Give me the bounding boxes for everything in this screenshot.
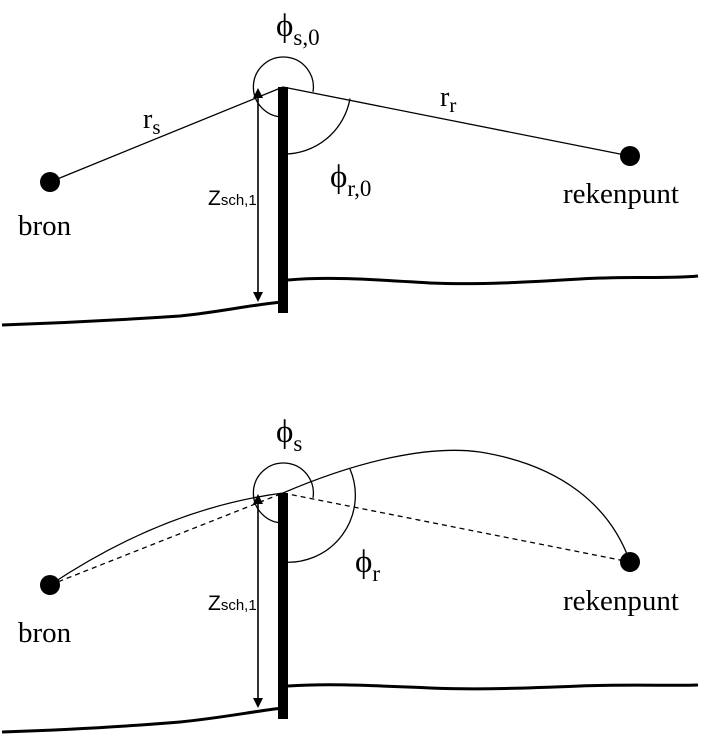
dashed-ray-top-to-receiver	[282, 492, 631, 563]
ground-line-right	[287, 683, 699, 691]
ray-source-to-top	[49, 86, 284, 183]
source-label: bron	[18, 210, 72, 242]
ground-line-right	[287, 274, 699, 286]
bottom-panel: bron rekenpunt ϕs ϕr Zsch,1	[1, 414, 699, 734]
phi-r-label: ϕr	[355, 544, 380, 586]
curved-ray-source-to-top	[49, 492, 284, 586]
phi-s0-label: ϕs,0	[276, 8, 320, 50]
source-label: bron	[18, 617, 72, 649]
phi-r0-label: ϕr,0	[330, 159, 371, 201]
receiver-label: rekenpunt	[563, 178, 679, 210]
phi-s-arc	[252, 462, 315, 524]
z-sch-label: Zsch,1	[208, 187, 257, 210]
barrier-wall	[278, 493, 288, 719]
phi-r0-arc	[282, 98, 351, 155]
receiver-label: rekenpunt	[563, 585, 679, 617]
phi-s-label: ϕs	[276, 414, 302, 456]
z-sch-label: Zsch,1	[208, 592, 257, 615]
ray-top-to-receiver	[282, 86, 631, 157]
barrier-wall	[278, 87, 288, 313]
top-panel: bron rekenpunt rs rr ϕs,0 ϕr,0 Zsch,1	[1, 8, 699, 327]
ground-line-left	[1, 706, 283, 734]
ground-line-left	[1, 300, 283, 327]
receiver-point	[620, 552, 640, 572]
rr-label: rr	[440, 82, 456, 117]
source-point	[40, 575, 60, 595]
rs-label: rs	[143, 104, 161, 139]
phi-r-arc	[282, 468, 356, 563]
dashed-ray-source-to-top	[49, 492, 284, 586]
source-point	[40, 172, 60, 192]
phi-s0-arc	[252, 56, 315, 118]
curved-ray-top-to-receiver	[282, 449, 631, 563]
receiver-point	[620, 146, 640, 166]
